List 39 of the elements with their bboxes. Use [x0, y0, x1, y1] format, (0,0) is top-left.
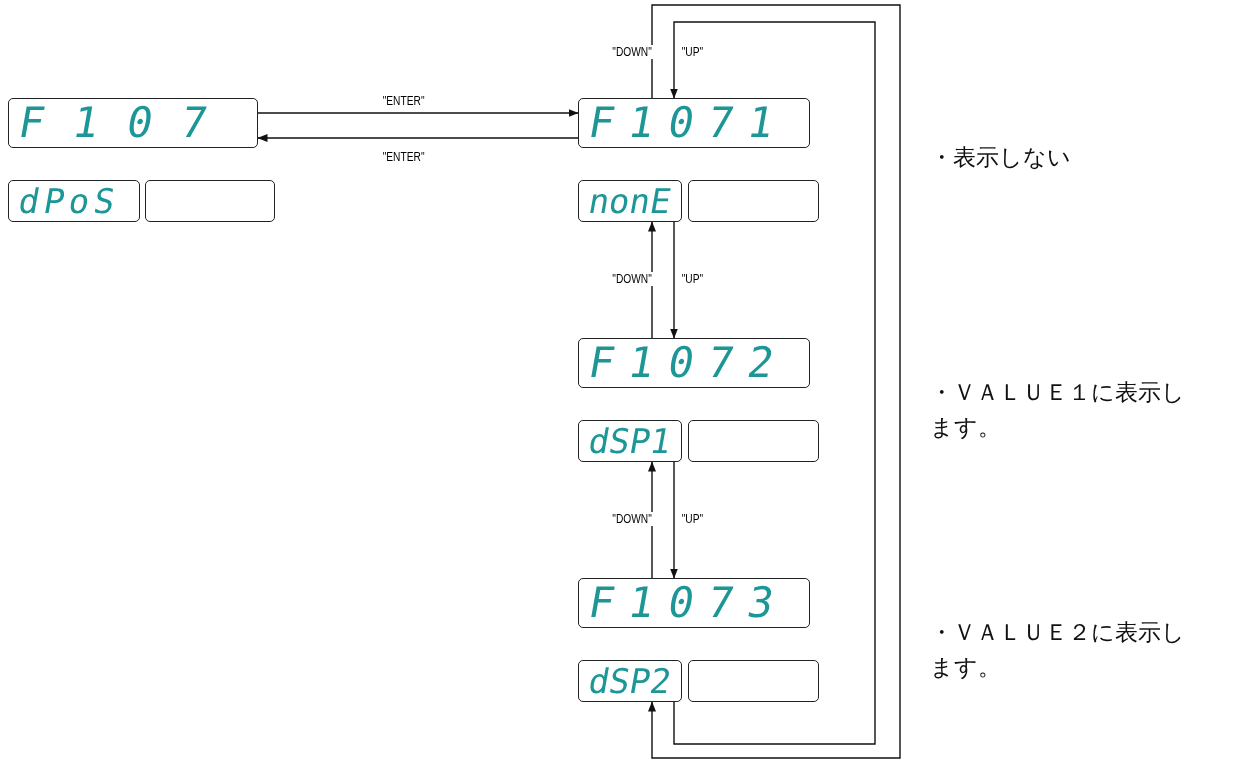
note-text: ・ＶＡＬＵＥ２に表示します。 — [930, 618, 1186, 682]
display-panel — [8, 180, 140, 222]
display-readout: nonE — [586, 184, 674, 218]
display-panel — [688, 660, 819, 702]
display-readout: F1071 — [585, 102, 792, 144]
arrow — [257, 109, 579, 117]
edge-label: "DOWN" — [610, 45, 654, 59]
arrow — [670, 21, 876, 745]
display-panel — [8, 98, 258, 148]
note-text: ・ＶＡＬＵＥ１に表示します。 — [930, 378, 1186, 442]
display-panel — [578, 420, 682, 462]
display-panel — [145, 180, 275, 222]
display-panel — [578, 338, 810, 388]
arrow — [648, 461, 656, 579]
edge-label: "ENTER" — [381, 94, 427, 108]
arrow — [648, 221, 656, 339]
arrow — [670, 461, 678, 579]
display-readout: F1073 — [585, 582, 792, 624]
display-readout: dSP1 — [586, 424, 674, 458]
display-readout: F107 — [15, 102, 240, 144]
edge-label: "UP" — [680, 45, 705, 59]
arrow — [648, 4, 901, 759]
display-readout: F1072 — [585, 342, 792, 384]
display-panel — [578, 98, 810, 148]
display-readout: dSP2 — [586, 664, 674, 698]
arrow — [257, 134, 579, 142]
arrow — [670, 221, 678, 339]
display-panel — [578, 180, 682, 222]
display-panel — [578, 578, 810, 628]
edge-label: "UP" — [680, 272, 705, 286]
edge-label: "UP" — [680, 512, 705, 526]
display-readout: dPoS — [16, 184, 122, 218]
note-text: ・表示しない — [930, 143, 1072, 172]
display-panel — [688, 180, 819, 222]
display-panel — [688, 420, 819, 462]
edge-label: "DOWN" — [610, 272, 654, 286]
display-panel — [578, 660, 682, 702]
edge-label: "DOWN" — [610, 512, 654, 526]
edge-label: "ENTER" — [381, 150, 427, 164]
